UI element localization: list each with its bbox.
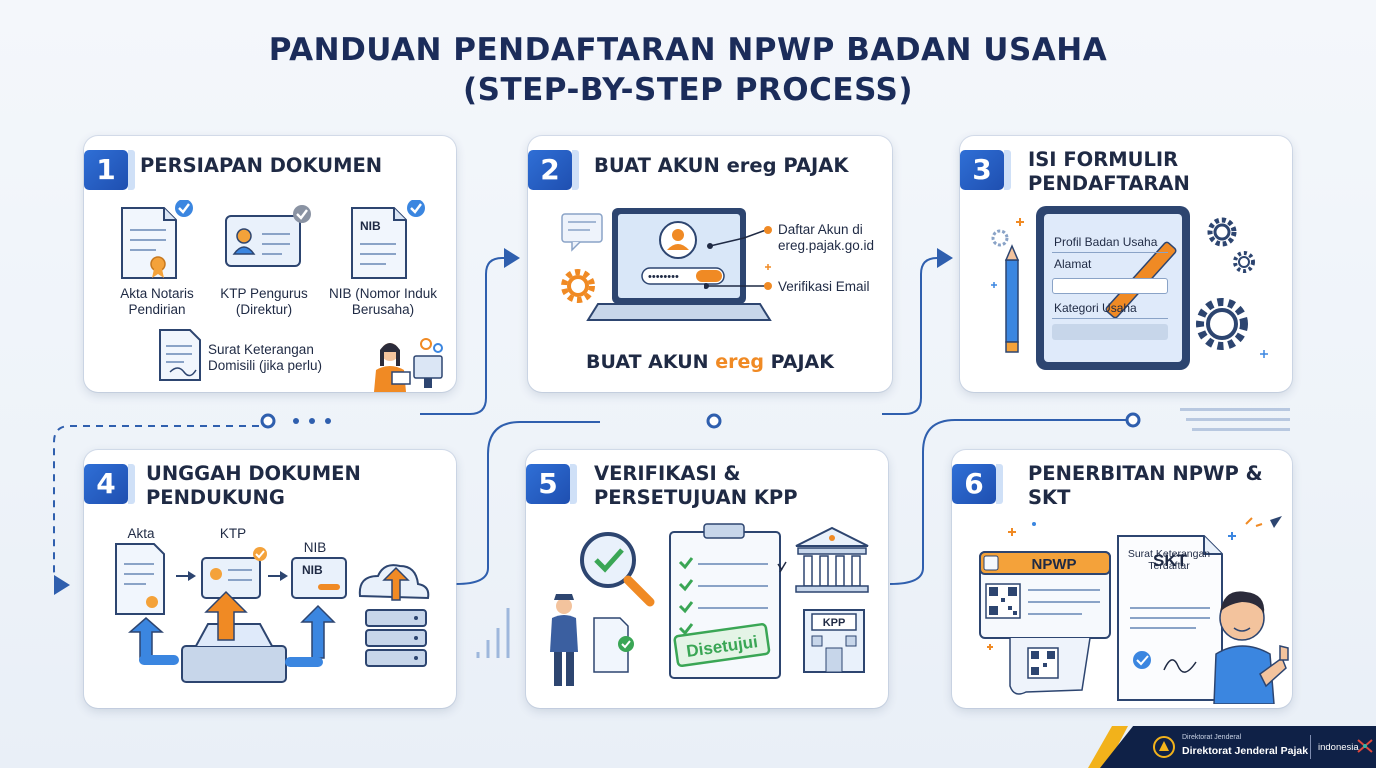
verification-illustration: Disetujui KPP	[550, 523, 869, 686]
doc-label-akta: Akta	[127, 526, 155, 541]
connector-2-3	[882, 248, 953, 415]
npwp-label: NPWP	[1032, 556, 1077, 573]
footer-org-small: Direktorat Jenderal	[1182, 734, 1242, 741]
gear-icon	[1207, 217, 1237, 247]
notary-deed-icon	[121, 200, 193, 279]
step-badge: 2	[528, 150, 579, 190]
step-title: PERSIAPAN DOKUMEN	[140, 154, 383, 177]
skt-subtitle: Surat Keterangan Terdaftar	[1127, 548, 1211, 572]
connector-node-3	[1125, 412, 1141, 428]
approval-stamp: Disetujui	[673, 623, 771, 667]
step-2-banner: BUAT AKUN ereg PAJAK	[528, 351, 892, 373]
connector-node-2	[706, 413, 722, 429]
form-field-alamat: Alamat	[1054, 257, 1092, 271]
skt-certificate-icon: SKT	[1117, 535, 1223, 701]
domicile-letter-icon	[159, 329, 201, 381]
step-badge: 6	[952, 464, 1003, 504]
nib-document-icon: NIB	[351, 200, 425, 279]
cloud-server-icon	[358, 564, 430, 667]
indonesia-logo-icon	[1357, 739, 1373, 753]
callout-daftar-akun: Daftar Akun di ereg.pajak.go.id	[778, 222, 875, 253]
form-field-kategori: Kategori Usaha	[1054, 301, 1137, 315]
item-domisili-label: Surat Keterangan Domisili (jika perlu)	[208, 342, 323, 373]
password-field-mask: ••••••••	[648, 271, 679, 283]
person-at-desk-illustration	[374, 338, 443, 392]
step-badge: 1	[84, 150, 135, 190]
djp-logo-icon	[1153, 736, 1175, 758]
step-3-card: 3 ISI FORMULIR PENDAFTARAN Profil Badan …	[960, 136, 1292, 392]
form-field-profil: Profil Badan Usaha	[1054, 235, 1158, 249]
footer-country: indonesia	[1318, 742, 1359, 753]
step-badge: 5	[526, 464, 577, 504]
connector-node-1	[260, 413, 276, 429]
officer-illustration	[550, 594, 578, 686]
document-with-checkmark-icon	[593, 617, 634, 673]
page-subtitle: (STEP-BY-STEP PROCESS)	[462, 72, 913, 108]
id-card-icon	[225, 205, 311, 267]
gear-icon	[561, 269, 595, 303]
step-title: BUAT AKUN ereg PAJAK	[594, 154, 849, 177]
connector-5-4	[455, 421, 600, 585]
akta-document-icon	[115, 543, 165, 615]
banner-text-pre: BUAT AKUN	[586, 351, 716, 373]
step-1-card: 1 PERSIAPAN DOKUMEN Akta Notaris Pendiri…	[84, 136, 456, 392]
npwp-skt-illustration: NPWP SKT	[979, 516, 1289, 704]
page-title: PANDUAN PENDAFTARAN NPWP BADAN USAHA	[268, 32, 1108, 68]
callout-lines	[704, 226, 772, 290]
step-title: VERIFIKASI & PERSETUJUAN KPP	[594, 462, 798, 509]
footer-org-name: Direktorat Jenderal Pajak	[1182, 745, 1309, 757]
doc-label-ktp: KTP	[219, 526, 247, 541]
connector-1-4	[53, 422, 269, 595]
doc-label-nib: NIB	[303, 540, 327, 555]
skt-title: SKT	[1153, 551, 1188, 570]
bank-building-icon	[795, 526, 869, 593]
laptop-login-illustration: ••••••••	[561, 208, 772, 321]
step-title: UNGGAH DOKUMEN PENDUKUNG	[146, 462, 361, 509]
item-akta-label: Akta Notaris Pendirian	[120, 286, 194, 317]
nib-card-text: NIB	[302, 563, 323, 577]
kpp-office-icon: KPP	[803, 609, 865, 673]
footer-divider	[1310, 735, 1311, 759]
pencil-icon	[1004, 244, 1020, 353]
gear-icon	[1196, 298, 1248, 350]
gear-icon	[1233, 251, 1255, 273]
footer-bar: Direktorat Jenderal Direktorat Jenderal …	[1100, 726, 1376, 768]
form-field-line	[1052, 318, 1168, 319]
npwp-card-icon: NPWP	[979, 551, 1111, 695]
binary-decoration	[1180, 408, 1290, 431]
upload-illustration: NIB	[115, 543, 430, 683]
step-5-card: 5 VERIFIKASI & PERSETUJUAN KPP	[526, 450, 888, 708]
item-ktp-label: KTP Pengurus (Direktur)	[220, 286, 308, 317]
step-2-card: 2 BUAT AKUN ereg PAJAK •••••••• Daftar A…	[528, 136, 892, 392]
step-badge: 4	[84, 464, 135, 504]
banner-text-post: PAJAK	[763, 351, 834, 373]
smiling-man-illustration	[1213, 591, 1289, 704]
step-badge: 3	[960, 150, 1011, 190]
step-6-card: 6 PENERBITAN NPWP & SKT NPWP SKT	[952, 450, 1292, 708]
nib-icon-text: NIB	[360, 219, 381, 233]
banner-text-highlight: ereg	[715, 351, 764, 373]
confetti-decoration	[987, 516, 1282, 650]
magnifier-icon	[580, 532, 655, 607]
step-title: ISI FORMULIR PENDAFTARAN	[1028, 148, 1190, 195]
tablet-form-illustration	[991, 206, 1268, 370]
connector-6-5	[889, 419, 1133, 585]
nib-card-icon: NIB	[291, 557, 347, 599]
callout-verifikasi-email: Verifikasi Email	[778, 279, 870, 294]
kpp-label: KPP	[823, 617, 846, 629]
step-4-card: 4 UNGGAH DOKUMEN PENDUKUNG Akta KTP NIB …	[84, 450, 456, 708]
bars-decoration	[476, 608, 510, 658]
address-input	[1052, 278, 1168, 294]
step-title: PENERBITAN NPWP & SKT	[1028, 462, 1263, 509]
ktp-card-icon	[201, 547, 267, 599]
form-submit-bar	[1052, 324, 1168, 340]
form-field-line	[1052, 252, 1168, 253]
connector-1-2	[420, 248, 520, 415]
item-nib-label: NIB (Nomor Induk Berusaha)	[328, 286, 438, 317]
